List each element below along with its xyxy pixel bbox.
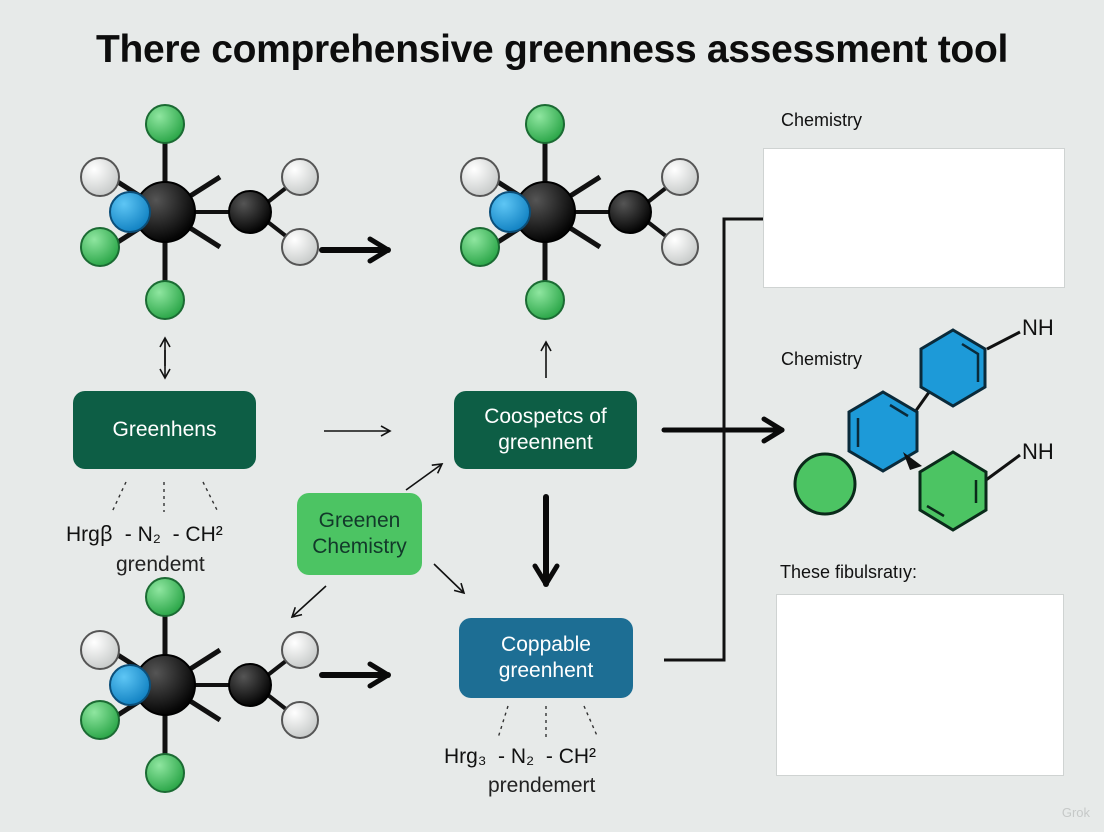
page-title: There comprehensive greenness assessment… <box>95 28 1009 71</box>
coppable-label: Coppable greenhent <box>498 632 594 682</box>
aromatic-structure <box>793 328 1021 532</box>
nh-label-bottom: NH <box>1022 439 1054 464</box>
chart-panel-bottom <box>776 594 1064 776</box>
greenhens-box[interactable]: Greenhens <box>73 391 256 469</box>
thin-arrow-down-left-diag <box>290 585 327 619</box>
structure-title: Chemistry <box>781 349 863 369</box>
coospetcs-box[interactable]: Coospetcs of greennent <box>454 391 637 469</box>
dotted-lines-left <box>111 481 219 513</box>
dotted-lines-bottom <box>497 705 599 739</box>
thin-arrow-up-right <box>405 463 444 491</box>
greenen-chemistry-label: Greenen Chemistry <box>312 508 407 558</box>
formula-left-subtitle: grendemt <box>116 553 205 576</box>
molecule-top-center <box>461 105 698 319</box>
greenhens-label: Greenhens <box>112 417 217 441</box>
molecule-top-left <box>81 105 318 319</box>
chart-bottom-title: These fibulsratıy: <box>780 562 918 582</box>
nh-label-top: NH <box>1022 315 1054 340</box>
formula-bottom-subtitle: prendemert <box>488 774 596 797</box>
coospetcs-label: Coospetcs of greennent <box>484 404 607 454</box>
thin-arrow-down-right <box>433 563 466 595</box>
chart-top-title: Chemistry <box>781 110 863 130</box>
connector-line <box>664 217 790 662</box>
formula-bottom: Hrg₃ - N₂ - CH² <box>444 745 597 768</box>
chart-panel-top <box>763 148 1065 288</box>
greenen-chemistry-box[interactable]: Greenen Chemistry <box>297 493 422 575</box>
watermark: Grok <box>1061 805 1090 820</box>
formula-left: Hrgꞵ - N₂ - CH² <box>66 523 223 546</box>
molecule-bottom-left <box>81 578 318 792</box>
coppable-box[interactable]: Coppable greenhent <box>459 618 633 698</box>
